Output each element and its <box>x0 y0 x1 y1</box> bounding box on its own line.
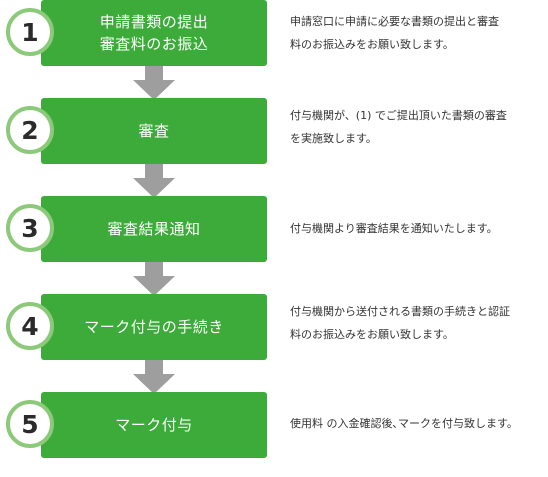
step-3-title: 審査結果通知 <box>107 220 201 238</box>
step-4: マーク付与の手続き 4 付与機関から送付される書類の手続きと認証 料のお振込みを… <box>0 294 548 360</box>
step-1-title-line1: 申請書類の提出 <box>99 13 209 31</box>
down-arrow-icon <box>133 66 175 100</box>
step-4-desc-line1: 付与機関から送付される書類の手続きと認証 <box>290 305 510 318</box>
step-5-description: 使用料 の入金確認後､マークを付与致します。 <box>290 412 546 435</box>
step-4-description: 付与機関から送付される書類の手続きと認証 料のお振込みをお願い致します。 <box>290 300 546 346</box>
step-1-title-line2: 審査料のお振込 <box>99 35 209 53</box>
step-2-box: 審査 <box>41 98 267 164</box>
step-1-description: 申請窓口に申請に必要な書類の提出と審査 料のお振込みをお願い致します。 <box>290 10 546 56</box>
step-2-desc-line2: を実施致します。 <box>290 132 377 145</box>
step-3: 審査結果通知 3 付与機関より審査結果を通知いたします。 <box>0 196 548 262</box>
step-1-number-badge: 1 <box>6 8 54 56</box>
step-2-number-badge: 2 <box>6 106 54 154</box>
step-5-box: マーク付与 <box>41 392 267 458</box>
step-2: 審査 2 付与機関が、(1) でご提出頂いた書類の審査 を実施致します。 <box>0 98 548 164</box>
step-3-description: 付与機関より審査結果を通知いたします。 <box>290 217 546 240</box>
step-2-desc-line1: 付与機関が、(1) でご提出頂いた書類の審査 <box>290 109 507 122</box>
step-4-desc-line2: 料のお振込みをお願い致します。 <box>290 328 454 341</box>
step-1-desc-line2: 料のお振込みをお願い致します。 <box>290 38 454 51</box>
step-2-description: 付与機関が、(1) でご提出頂いた書類の審査 を実施致します。 <box>290 104 546 150</box>
step-5: マーク付与 5 使用料 の入金確認後､マークを付与致します。 <box>0 392 548 458</box>
down-arrow-icon <box>133 164 175 198</box>
step-3-box: 審査結果通知 <box>41 196 267 262</box>
step-5-desc-line1: 使用料 の入金確認後､マークを付与致します。 <box>290 417 518 430</box>
step-4-title: マーク付与の手続き <box>84 318 224 336</box>
step-4-number-badge: 4 <box>6 302 54 350</box>
step-2-title: 審査 <box>138 122 170 140</box>
step-3-desc-line1: 付与機関より審査結果を通知いたします。 <box>290 222 498 235</box>
step-1: 申請書類の提出 審査料のお振込 1 申請窓口に申請に必要な書類の提出と審査 料の… <box>0 0 548 66</box>
step-1-box: 申請書類の提出 審査料のお振込 <box>41 0 267 66</box>
down-arrow-icon <box>133 262 175 296</box>
step-5-title: マーク付与 <box>115 416 193 434</box>
down-arrow-icon <box>133 360 175 394</box>
step-1-desc-line1: 申請窓口に申請に必要な書類の提出と審査 <box>290 15 499 28</box>
step-5-number-badge: 5 <box>6 400 54 448</box>
step-3-number-badge: 3 <box>6 204 54 252</box>
step-4-box: マーク付与の手続き <box>41 294 267 360</box>
